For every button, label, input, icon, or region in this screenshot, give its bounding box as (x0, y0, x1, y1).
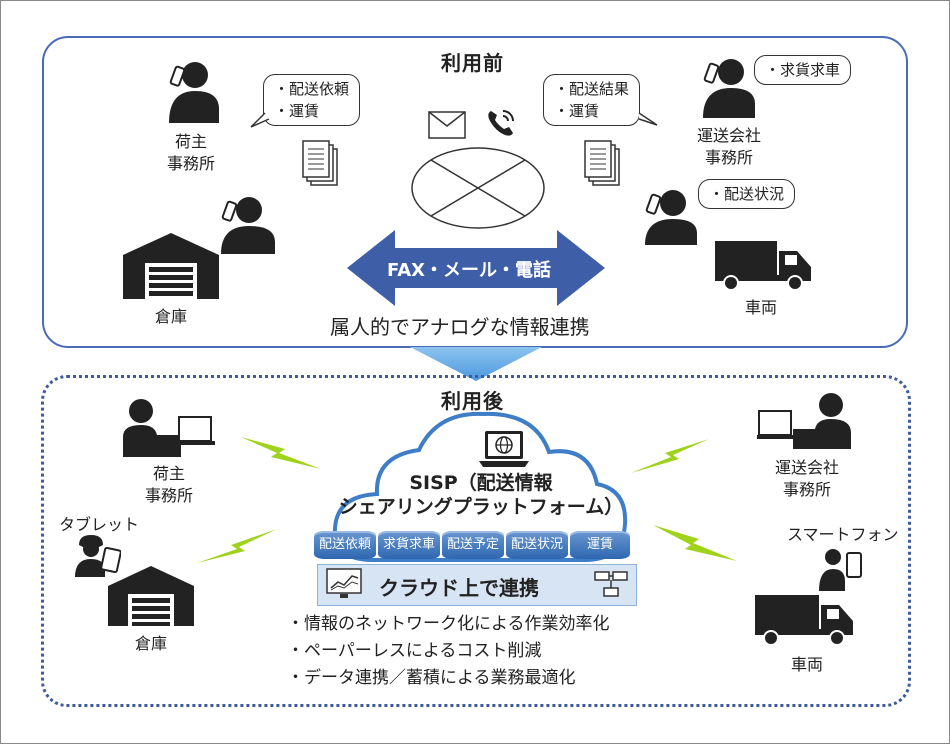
shipper-phone-person-icon (169, 62, 219, 123)
database-row: 配送依頼 求貨求車 配送予定 配送状況 運賃 (314, 531, 634, 561)
truck-icon (755, 595, 853, 646)
db-cargo-vehicle-matching: 求貨求車 (378, 531, 440, 559)
cloud-shape (332, 411, 628, 562)
db-delivery-request: 配送依頼 (314, 531, 376, 559)
wireless-bolt-icon (653, 525, 737, 561)
before-driver-bubble: ・配送状況 (698, 179, 796, 209)
after-panel (41, 375, 911, 707)
after-warehouse-label: 倉庫 (134, 634, 167, 653)
wireless-bolt-icon (241, 437, 321, 469)
cloud-banner-text: クラウド上で連携 (379, 576, 539, 600)
benefit-item: ・データ連携／蓄積による業務最適化 (287, 668, 576, 688)
after-vehicle-label: 車両 (790, 655, 823, 674)
benefits-list: ・情報のネットワーク化による作業効率化 ・ペーパーレスによるコスト削減 ・データ… (287, 611, 610, 692)
smartphone-person-icon (819, 549, 862, 591)
carrier-laptop-person-icon (757, 393, 851, 449)
email-icon (428, 111, 466, 139)
before-title: 利用前 (441, 51, 504, 75)
after-shipper-label: 荷主事務所 (144, 464, 193, 505)
warehouse-icon (123, 233, 219, 299)
before-carrier-bubble: ・求貨求車 (754, 55, 852, 85)
arrow-label: FAX・メール・電話 (387, 260, 552, 281)
laptop-web-icon (479, 431, 529, 467)
before-carrier-label: 運送会社事務所 (696, 126, 761, 167)
cloud-title: SISP（配送情報 シェアリングプラットフォーム） (338, 472, 624, 518)
bubble-tail (250, 112, 270, 128)
carrier-phone-person-icon (703, 59, 755, 118)
cloud-banner (317, 564, 637, 606)
document-stack-icon (302, 140, 338, 186)
phone-call-icon (488, 110, 514, 136)
wireless-bolt-icon (197, 529, 277, 563)
wireless-bolt-icon (631, 439, 709, 473)
db-freight-rate: 運賃 (570, 531, 630, 559)
tablet-label: タブレット (59, 515, 140, 534)
before-shipper-bubble: ・配送依頼 ・運賃 (263, 74, 361, 126)
document-stack-icon (584, 140, 620, 186)
before-shipper-label: 荷主事務所 (166, 132, 215, 173)
before-warehouse-label: 倉庫 (154, 307, 187, 326)
truck-icon (715, 241, 811, 291)
bubble-tail (638, 112, 658, 126)
benefit-item: ・ペーパーレスによるコスト削減 (287, 641, 542, 661)
disconnected-ellipse (411, 147, 545, 229)
benefit-item: ・情報のネットワーク化による作業効率化 (287, 614, 610, 634)
before-vehicle-label: 車両 (744, 298, 777, 317)
warehouse-icon (108, 566, 194, 626)
db-delivery-schedule: 配送予定 (442, 531, 504, 559)
transition-down-arrow (410, 347, 542, 381)
chart-monitor-icon (326, 568, 362, 598)
after-title: 利用後 (441, 389, 504, 413)
db-delivery-status: 配送状況 (506, 531, 568, 559)
warehouse-worker-phone-icon (221, 197, 275, 254)
shipper-laptop-person-icon (123, 399, 215, 457)
before-result-bubble: ・配送結果 ・運賃 (543, 74, 641, 126)
flowchart-icon (594, 571, 628, 597)
after-carrier-label: 運送会社事務所 (774, 458, 839, 499)
before-caption: 属人的でアナログな情報連携 (330, 315, 590, 339)
tablet-worker-icon (75, 535, 121, 577)
smartphone-label: スマートフォン (787, 525, 899, 544)
fax-mail-phone-arrow (347, 230, 605, 306)
driver-phone-person-icon (645, 190, 697, 245)
